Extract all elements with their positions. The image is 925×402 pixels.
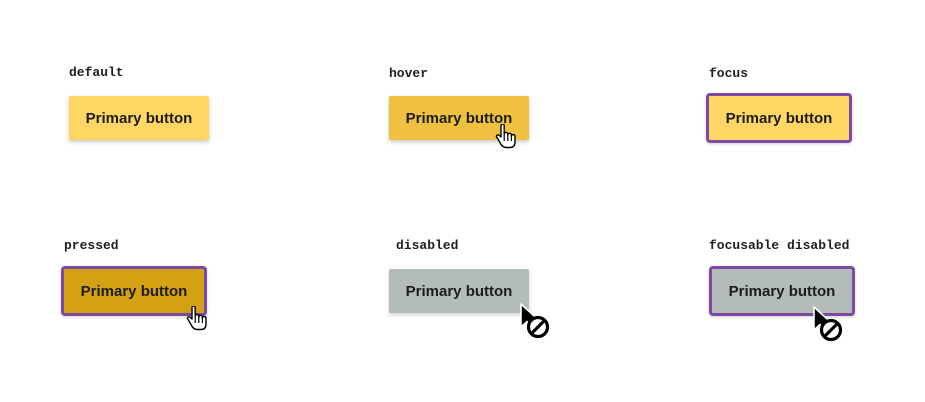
not-allowed-cursor-icon-focusable-disabled	[813, 306, 843, 342]
state-label-hover: hover	[389, 66, 429, 81]
primary-button-pressed[interactable]: Primary button	[61, 266, 207, 316]
primary-button-focusable-disabled[interactable]: Primary button	[709, 266, 855, 316]
state-label-default: default	[69, 65, 124, 80]
primary-button-default[interactable]: Primary button	[69, 96, 209, 140]
pointer-hand-icon-pressed	[186, 306, 207, 331]
primary-button-hover[interactable]: Primary button	[389, 96, 529, 140]
state-label-disabled: disabled	[396, 238, 459, 253]
not-allowed-cursor-icon	[520, 303, 550, 339]
primary-button-disabled: Primary button	[389, 269, 529, 313]
state-label-focus: focus	[709, 66, 749, 81]
state-label-focusable-disabled: focusable disabled	[709, 238, 850, 253]
state-label-pressed: pressed	[64, 238, 119, 253]
pointer-hand-icon	[495, 124, 516, 149]
primary-button-focus[interactable]: Primary button	[706, 93, 852, 143]
